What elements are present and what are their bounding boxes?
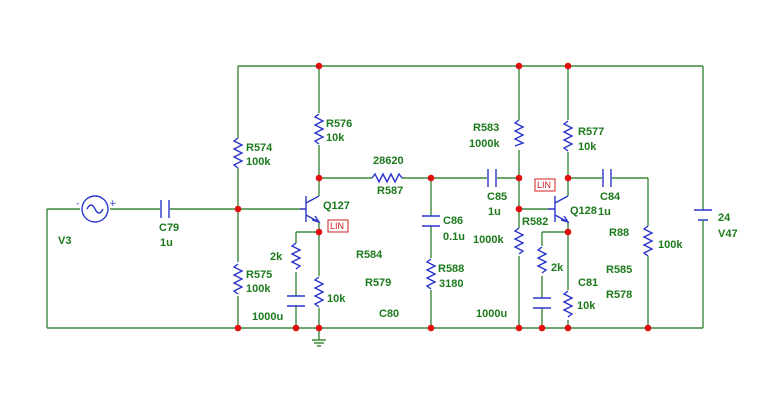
resistor-r577 xyxy=(562,120,574,152)
resistor-r582 xyxy=(513,227,525,255)
value-r574: 100k xyxy=(246,156,271,168)
value-c79: 1u xyxy=(160,237,173,249)
battery-v47 xyxy=(694,209,712,226)
capacitor-c85 xyxy=(487,169,497,187)
label-v3: V3 xyxy=(58,235,71,247)
value-r575: 100k xyxy=(246,283,271,295)
label-c79: C79 xyxy=(159,222,179,234)
component-labels: R574 100k R575 100k R576 10k 28620 R587 … xyxy=(58,118,738,323)
label-r575: R575 xyxy=(246,269,272,281)
value-r588: 3180 xyxy=(439,278,463,290)
value-emitter-10k-left: 10k xyxy=(327,293,346,305)
label-r578: R578 xyxy=(606,289,632,301)
value-r583: 1000k xyxy=(469,138,500,150)
value-r576: 10k xyxy=(326,132,345,144)
resistor-r588 xyxy=(425,258,437,290)
capacitor-emitter-left xyxy=(287,295,305,307)
label-r582: R582 xyxy=(522,216,548,228)
wires xyxy=(46,65,704,340)
label-r588: R588 xyxy=(438,263,464,275)
ac-source-v3: - + xyxy=(76,195,117,223)
label-q128: Q128 xyxy=(570,205,597,217)
resistor-r575 xyxy=(232,263,244,295)
resistor-emitter-10k-left xyxy=(313,276,325,308)
value-emitter-cap-right: 1000u xyxy=(476,308,507,320)
label-q127: Q127 xyxy=(323,200,350,212)
resistor-r574 xyxy=(232,137,244,169)
value-r577: 10k xyxy=(578,141,597,153)
label-r587: R587 xyxy=(377,185,403,197)
resistor-r576 xyxy=(313,113,325,145)
value-c84: 1u xyxy=(598,206,611,218)
label-r574: R574 xyxy=(246,142,273,154)
value-emitter-2k-right: 2k xyxy=(551,262,564,274)
label-r579: R579 xyxy=(365,277,391,289)
label-v47: V47 xyxy=(718,228,738,240)
resistor-r88 xyxy=(642,225,654,257)
value-emitter-10k-right: 10k xyxy=(577,300,596,312)
label-r577: R577 xyxy=(578,126,604,138)
resistor-emitter-2k-right xyxy=(536,246,548,274)
value-r582: 1000k xyxy=(473,234,504,246)
resistor-emitter-10k-right xyxy=(562,290,574,318)
value-r587: 28620 xyxy=(373,155,404,167)
label-c85: C85 xyxy=(487,191,507,203)
model-tag-q127: LIN xyxy=(327,219,349,233)
label-r88: R88 xyxy=(609,227,629,239)
capacitor-c79 xyxy=(160,200,170,218)
resistor-r583 xyxy=(513,119,525,147)
model-tag-q128: LIN xyxy=(534,178,556,192)
label-r584: R584 xyxy=(356,249,383,261)
junction-nodes xyxy=(234,62,652,332)
svg-text:LIN: LIN xyxy=(537,180,551,190)
resistor-r587 xyxy=(371,172,403,184)
label-c84: C84 xyxy=(600,191,621,203)
value-c86: 0.1u xyxy=(443,231,465,243)
value-emitter-2k-left: 2k xyxy=(270,251,283,263)
source-minus: - xyxy=(76,199,79,209)
value-c85: 1u xyxy=(488,206,501,218)
value-r88: 100k xyxy=(658,239,683,251)
capacitor-c86 xyxy=(422,215,440,227)
value-v47: 24 xyxy=(718,212,731,224)
label-r583: R583 xyxy=(473,122,499,134)
value-emitter-cap-left: 1000u xyxy=(252,311,283,323)
label-r585: R585 xyxy=(606,264,632,276)
label-c81: C81 xyxy=(578,277,598,289)
label-c80: C80 xyxy=(379,308,399,320)
svg-text:LIN: LIN xyxy=(330,221,344,231)
capacitor-c84 xyxy=(602,169,612,187)
resistor-emitter-2k-left xyxy=(290,242,302,270)
label-c86: C86 xyxy=(443,215,463,227)
capacitor-c81 xyxy=(533,297,551,309)
transistor-q127 xyxy=(300,195,321,224)
source-plus: + xyxy=(109,199,117,209)
ground-icon xyxy=(312,339,326,347)
transistor-q128 xyxy=(548,195,570,224)
label-r576: R576 xyxy=(326,118,352,130)
